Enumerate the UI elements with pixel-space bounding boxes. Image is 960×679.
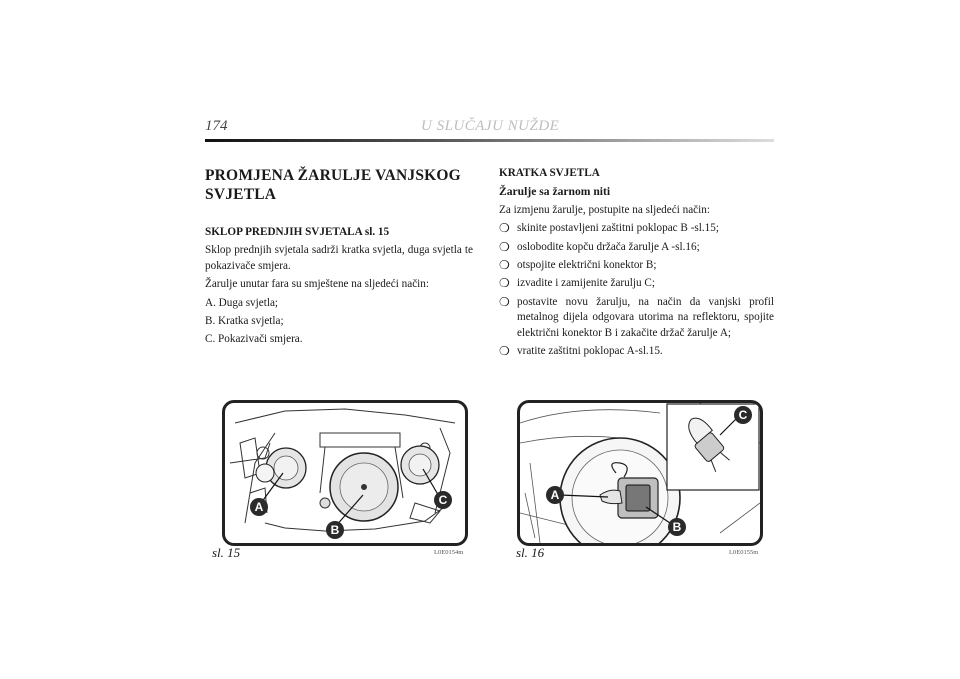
callout-label-b: B — [331, 523, 340, 537]
left-column: PROMJENA ŽARULJE VANJSKOG SVJETLA SKLOP … — [205, 166, 473, 351]
list-item-c: C. Pokazivači smjera. — [205, 333, 303, 346]
page-number: 174 — [205, 118, 228, 134]
running-title: U SLUČAJU NUŽDE — [421, 118, 560, 134]
figure-15-illustration: A B C — [222, 400, 468, 546]
page-header: 174 U SLUČAJU NUŽDE — [205, 118, 774, 138]
figure-16-illustration: A B C — [517, 400, 763, 546]
paragraph: Sklop prednjih svjetala sadrži kratka sv… — [205, 244, 473, 272]
callout-label-b: B — [673, 520, 682, 534]
section-subtitle: SKLOP PREDNJIH SVJETALA sl. 15 — [205, 226, 390, 238]
step-item: ❍izvadite i zamijenite žarulju C; — [499, 276, 655, 291]
callout-label-a: A — [551, 488, 560, 502]
list-item-a: A. Duga svjetla; — [205, 296, 279, 309]
header-rule — [205, 139, 774, 142]
bullet-icon: ❍ — [499, 258, 510, 273]
steps-list: ❍skinite postavljeni zaštitni poklopac B… — [499, 221, 774, 359]
bullet-icon: ❍ — [499, 344, 510, 359]
bullet-icon: ❍ — [499, 276, 510, 291]
callout-label-c: C — [439, 493, 448, 507]
list-item-b: B. Kratka svjetla; — [205, 315, 284, 328]
figure-15-code: L0E0154m — [434, 549, 464, 556]
step-item: ❍skinite postavljeni zaštitni poklopac B… — [499, 221, 719, 236]
step-item: ❍postavite novu žarulju, na način da van… — [499, 294, 774, 339]
section-subtitle: KRATKA SVJETLA — [499, 167, 600, 179]
figure-16-code: L0E0155m — [729, 549, 759, 556]
right-column: KRATKA SVJETLA Žarulje sa žarnom niti Za… — [499, 166, 774, 362]
figure-16-caption: sl. 16 — [516, 545, 545, 560]
bullet-icon: ❍ — [499, 221, 510, 236]
step-item: ❍vratite zaštitni poklopac A-sl.15. — [499, 344, 663, 359]
callout-label-a: A — [255, 500, 264, 514]
step-item: ❍oslobodite kopču držača žarulje A -sl.1… — [499, 239, 700, 254]
intro-paragraph: Za izmjenu žarulje, postupite na sljedeć… — [499, 203, 710, 216]
step-item: ❍otspojite električni konektor B; — [499, 258, 657, 273]
subheading: Žarulje sa žarnom niti — [499, 185, 611, 199]
section-title: PROMJENA ŽARULJE VANJSKOG SVJETLA — [205, 167, 461, 203]
bullet-icon: ❍ — [499, 239, 510, 254]
figure-15-caption: sl. 15 — [212, 545, 241, 560]
paragraph: Žarulje unutar fara su smještene na slje… — [205, 278, 429, 291]
bullet-icon: ❍ — [499, 294, 510, 309]
callout-label-c: C — [739, 408, 748, 422]
